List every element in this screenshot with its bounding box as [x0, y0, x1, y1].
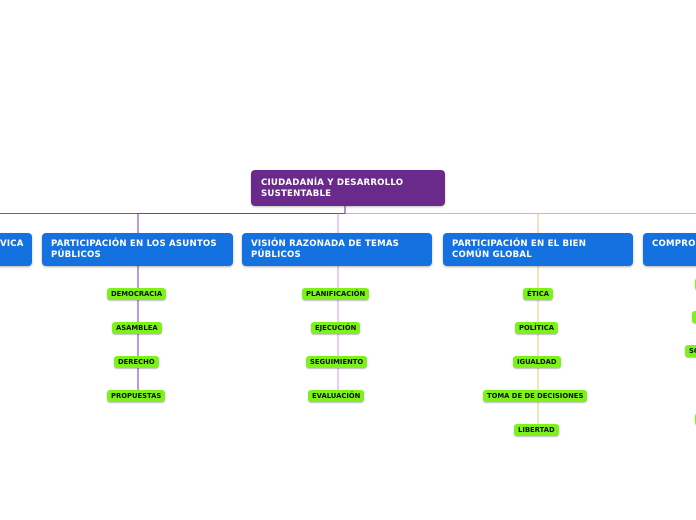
- leaf-node-democracia[interactable]: DEMOCRACIA: [107, 288, 167, 300]
- branch-node-vision-razonada[interactable]: VISIÓN RAZONADA DE TEMAS PÚBLICOS: [242, 233, 432, 266]
- leaf-node-toma-de-decisiones[interactable]: TOMA DE DE DECISIONES: [483, 390, 588, 402]
- leaf-node-derecho[interactable]: DERECHO: [114, 356, 159, 368]
- root-node[interactable]: CIUDADANÍA Y DESARROLLO SUSTENTABLE: [251, 170, 445, 206]
- leaf-node-compro-2[interactable]: [692, 311, 696, 323]
- leaf-node-propuestas[interactable]: PROPUESTAS: [107, 390, 166, 402]
- leaf-node-ejecucion[interactable]: EJECUCIÓN: [311, 322, 361, 334]
- branch-node-participacion-bien-comun[interactable]: PARTICIPACIÓN EN EL BIEN COMÚN GLOBAL: [443, 233, 633, 266]
- leaf-node-etica[interactable]: ÉTICA: [523, 288, 554, 300]
- leaf-node-politica[interactable]: POLÍTICA: [515, 322, 559, 334]
- branch-node-vica[interactable]: VICA: [0, 233, 32, 266]
- leaf-node-compro-3[interactable]: SO: [685, 345, 696, 357]
- branch-node-compro[interactable]: COMPRO: [643, 233, 696, 266]
- leaf-node-asamblea[interactable]: ASAMBLEA: [112, 322, 162, 334]
- leaf-node-planificacion[interactable]: PLANIFICACIÓN: [302, 288, 370, 300]
- leaf-node-evaluacion[interactable]: EVALUACIÓN: [308, 390, 365, 402]
- leaf-node-igualdad[interactable]: IGUALDAD: [513, 356, 561, 368]
- leaf-node-seguimiento[interactable]: SEGUIMIENTO: [306, 356, 368, 368]
- branch-node-participacion-asuntos-publicos[interactable]: PARTICIPACIÓN EN LOS ASUNTOS PÚBLICOS: [42, 233, 233, 266]
- leaf-node-libertad[interactable]: LIBERTAD: [514, 424, 559, 436]
